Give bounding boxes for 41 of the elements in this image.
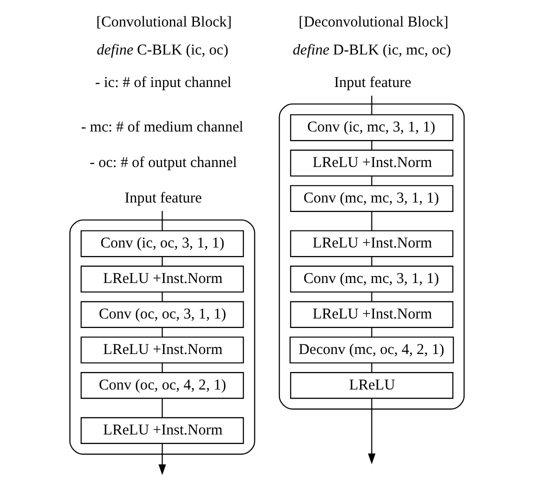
node-box: LReLU +Inst.Norm: [290, 150, 453, 177]
node-text: Input feature: [334, 75, 411, 92]
cluster: [68, 219, 255, 455]
connector: [161, 328, 162, 337]
label: define D-BLK (ic, mc, oc): [292, 42, 451, 58]
cluster: [278, 103, 464, 410]
node-box: LReLU +Inst.Norm: [80, 417, 244, 444]
connector: [161, 256, 162, 266]
node-box: LReLU +Inst.Norm: [80, 336, 244, 364]
connector: [370, 363, 372, 372]
arrow: [367, 398, 375, 464]
connector: [161, 292, 162, 302]
node-box: LReLU: [290, 372, 453, 399]
node-box: LReLU +Inst.Norm: [290, 230, 453, 258]
connector: [370, 96, 372, 115]
node-box: Conv (ic, mc, 3, 1, 1): [290, 114, 453, 142]
connector: [161, 210, 162, 231]
label: define C-BLK (ic, oc): [96, 42, 228, 58]
node-box: Conv (mc, mc, 3, 1, 1): [290, 185, 453, 212]
node-box: Deconv (mc, oc, 4, 2, 1): [289, 336, 454, 364]
node-box: Conv (mc, mc, 3, 1, 1): [290, 266, 453, 293]
node-text: Input feature: [124, 190, 202, 207]
label: [Convolutional Block]: [96, 14, 232, 30]
connector: [161, 398, 162, 418]
node-box: Conv (oc, oc, 3, 1, 1): [80, 301, 244, 328]
node-box: Conv (oc, oc, 4, 2, 1): [80, 372, 244, 399]
connector: [370, 256, 372, 266]
node-box: LReLU +Inst.Norm: [290, 301, 453, 328]
arrow: [158, 444, 166, 476]
label: - oc: # of output channel: [89, 155, 236, 172]
label: [Deconvolutional Block]: [298, 14, 448, 30]
connector: [370, 176, 372, 186]
label: - ic: # of input channel: [94, 75, 231, 92]
node-box: Conv (ic, oc, 3, 1, 1): [80, 230, 244, 258]
connector: [370, 212, 372, 230]
connector: [370, 140, 372, 150]
connector: [370, 292, 372, 302]
label: - mc: # of medium channel: [80, 120, 243, 136]
connector: [161, 363, 162, 372]
node-box: LReLU +Inst.Norm: [80, 266, 244, 293]
connector: [370, 328, 372, 337]
